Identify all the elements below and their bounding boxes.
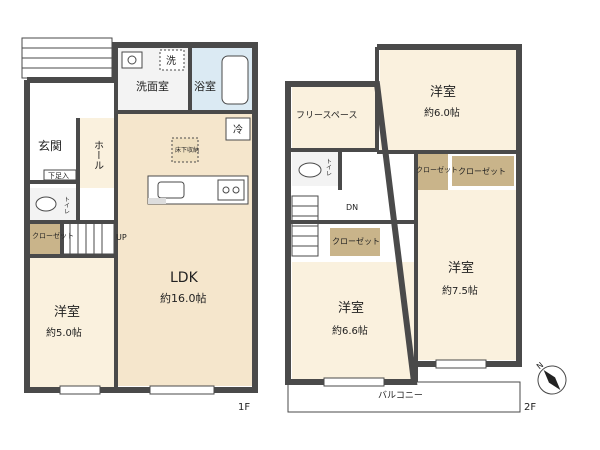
bathtub [221,55,249,105]
floor1-label: 1F [238,402,250,413]
label-hall: ホール [92,140,104,170]
youshitsu-1f-floor [30,255,114,387]
floor-1: 玄関 ホール 下足入 トイレ クローゼット 洗面室 洗 浴室 冷 床下収納 UP… [21,37,258,413]
floor-2: フリースペース トイレ DN 洋室 約6.0帖 クローゼット クローゼット クロ… [285,44,536,413]
free-space-floor [292,86,376,148]
label-youshitsu-1f-size: 約5.0帖 [46,326,82,339]
underfloor-storage [171,137,199,163]
kitchen-counter [147,175,249,205]
label-rei: 冷 [233,123,243,136]
label-senmen: 洗面室 [136,79,169,93]
label-dn: DN [346,203,358,212]
label-toilet-1f: トイレ [63,196,70,214]
label-closet-1f: クローゼット [32,231,74,240]
label-closet-a: クローゼット [458,166,506,176]
room-b-floor [418,190,516,360]
genkan-floor [30,80,76,180]
closet-small-2f [414,152,448,190]
label-up: UP [116,233,127,242]
label-room-c-size: 約6.6帖 [332,324,368,337]
shoe-cabinet [43,169,77,181]
stairs-2f [291,195,319,257]
label-room-b-name: 洋室 [448,260,474,276]
floor2-label: 2F [524,402,536,413]
hall-floor [78,118,116,188]
label-room-b-size: 約7.5帖 [442,284,478,297]
label-room-c-name: 洋室 [338,300,364,316]
label-youshitsu-1f-name: 洋室 [54,304,80,320]
stairs-1f [61,221,115,255]
label-ldk-name: LDK [170,270,199,286]
label-genkan: 玄関 [38,138,62,153]
wash-sink [121,51,143,69]
label-shitasoku: 下足入 [48,172,69,180]
compass-icon: N [535,360,567,395]
washer-space [159,49,185,71]
toilet-2f-bowl [298,162,322,178]
closet-b-2f [330,228,380,256]
room-a-floor [380,50,516,152]
label-yokushitsu: 浴室 [194,79,216,93]
label-room-a-name: 洋室 [430,84,456,100]
label-closet-small: クローゼット [416,165,458,174]
compass-n: N [535,360,545,371]
entry-steps [21,37,113,79]
label-toilet-2f: トイレ [325,158,332,176]
label-yukashita: 床下収納 [175,146,199,154]
closet-1f [30,224,62,254]
label-sen: 洗 [166,55,176,67]
label-room-a-size: 約6.0帖 [424,106,460,119]
label-balcony: バルコニー [378,390,423,401]
label-closet-b: クローゼット [332,236,380,246]
closet-a-2f [452,156,514,186]
toilet-1f-bowl [35,196,57,212]
room-c-floor [292,262,414,380]
fridge-space [225,117,251,141]
label-ldk-size: 約16.0帖 [160,291,207,305]
label-free-space: フリースペース [296,111,357,121]
